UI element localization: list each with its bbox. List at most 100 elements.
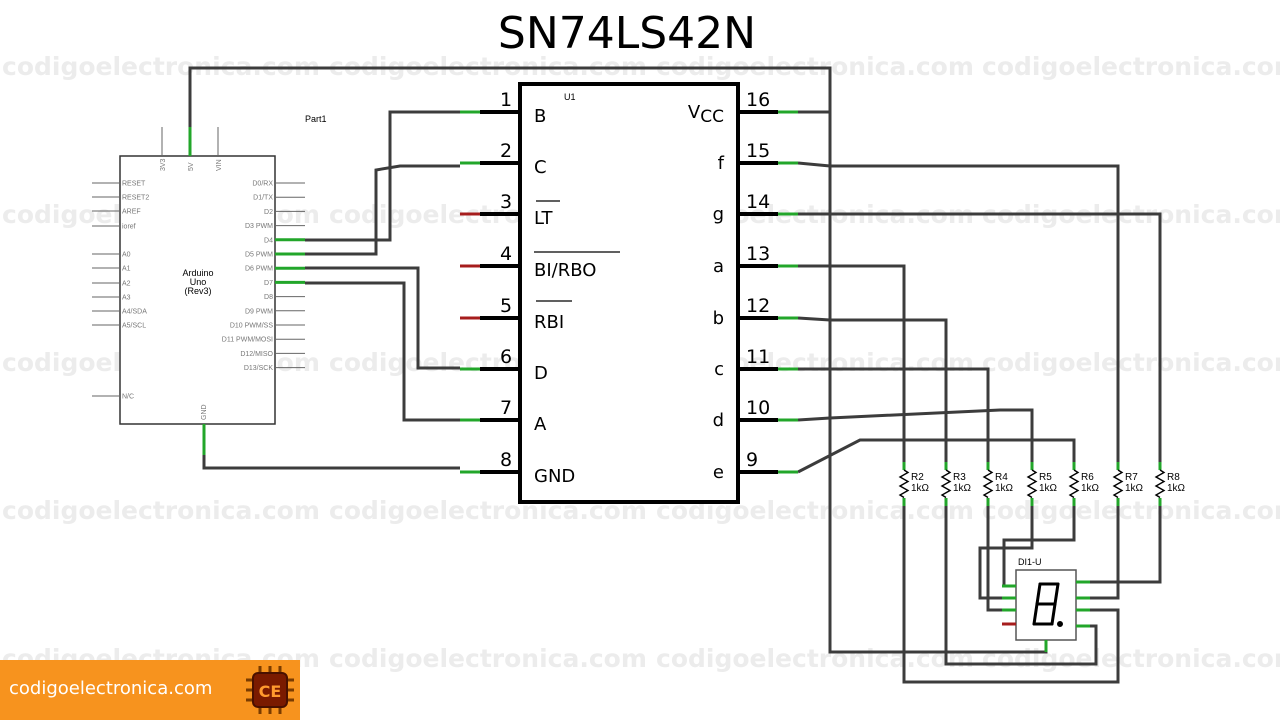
arduino-pin-label: D10 PWM/SS [230,323,274,330]
resistor-value: 1kΩ [1167,483,1186,494]
watermark-text: codigoelectronica.com [2,496,320,525]
watermark-layer: codigoelectronica.com codigoelectronica.c… [2,52,1280,673]
ic-pin-number: 15 [746,140,770,162]
logo-text: CE [259,682,282,701]
ic-pin-number: 6 [500,346,512,368]
arduino-pin-label: D1/TX [253,195,273,202]
ic-pin-name: A [534,414,547,435]
arduino-left-pins: RESETRESET2AREFiorefA0A1A2A3A4/SDAA5/SCL… [92,181,149,401]
ic-pin-name: g [713,204,724,225]
ic-pin-number: 14 [746,191,770,213]
ic-pin-name: GND [534,466,575,487]
arduino-pin-label: D7 [264,280,273,287]
arduino-pin-label: D4 [264,237,273,244]
arduino-name-line: Arduino [182,268,213,278]
arduino-pin-label: D2 [264,209,273,216]
footer-link[interactable]: codigoelectronica.com [9,678,213,699]
ic-pin-number: 9 [746,449,758,471]
resistor-ref: R2 [911,472,924,483]
ic-pin-name: c [714,359,724,380]
arduino-pin-label: N/C [122,394,134,401]
resistor-ref: R5 [1039,472,1052,483]
ic-pin-name: a [713,256,724,277]
arduino-pin-label: ioref [122,224,136,231]
ic-pin-number: 1 [500,89,512,111]
resistor-icon [898,469,910,499]
arduino-pin-label: D0/RX [252,181,273,188]
resistor-icon [940,469,952,499]
arduino-pin-label: A4/SDA [122,309,147,316]
ic-pin-name: d [713,410,724,431]
arduino-pin-label: RESET2 [122,195,149,202]
arduino-pin-label: A0 [122,252,131,259]
ic-body [518,82,740,504]
watermark-text: codigoelectronica.com [329,644,647,673]
wires [188,66,1162,684]
arduino-pin-label: A1 [122,266,131,273]
display-digit-icon [1032,582,1063,627]
arduino-pin-label: D6 PWM [245,266,273,273]
resistor-ref: R7 [1125,472,1138,483]
arduino-pin-label: D11 PWM/MOSI [222,337,273,344]
ic-pin-name-main: V [688,102,701,123]
resistor-value: 1kΩ [995,483,1014,494]
ic-pin-number: 16 [746,89,770,111]
ic-pin-number: 4 [500,243,512,265]
arduino-pin-label: D9 PWM [245,308,273,315]
diagram-title: SN74LS42N [497,8,757,59]
ic-ref-label: U1 [564,92,576,102]
resistor-icon [1026,469,1038,499]
resistor-value: 1kΩ [1081,483,1100,494]
arduino-pin-label: AREF [122,209,141,216]
ic-pin-number: 8 [500,449,512,471]
watermark-text: codigoelectronica.com [656,644,974,673]
arduino-pin-label: D12/MISO [240,351,273,358]
ic-pin-number: 13 [746,243,770,265]
resistor-icon [1112,469,1124,499]
arduino-pin-label: RESET [122,181,146,188]
ic-pin-name: D [534,363,548,384]
arduino-name-line: (Rev3) [184,286,211,296]
arduino-pin-label: A3 [122,295,131,302]
footer-banner: codigoelectronica.com CE [0,660,300,720]
ic-pin-name: e [713,462,724,483]
ic-pin-number: 5 [500,295,512,317]
arduino-part-label: Part1 [305,114,327,124]
ic-pin-name-sub: CC [700,107,724,127]
arduino-pin-label: A2 [122,281,131,288]
ic-pin-name: b [713,308,724,329]
resistor-value: 1kΩ [1125,483,1144,494]
ic-pin-number: 11 [746,346,770,368]
resistor-icon [1154,469,1166,499]
arduino-name-line: Uno [190,277,207,287]
seven-segment-display: DI1-U [1002,557,1090,652]
arduino-body [119,155,276,425]
arduino-gnd-label: GND [201,404,208,420]
resistor-value: 1kΩ [1039,483,1058,494]
chip-logo-icon: CE [246,666,294,714]
arduino-pin-label: 5V [188,162,195,171]
ic-pin-name: RBI [534,312,564,333]
ic-pin-name: BI/RBO [534,260,596,281]
arduino-pin-label: D5 PWM [245,252,273,259]
watermark-text: codigoelectronica.com [982,644,1280,673]
arduino-pin-label: VIN [216,159,223,171]
ic-pin-name: C [534,157,547,178]
resistor-value: 1kΩ [911,483,930,494]
resistor-ref: R4 [995,472,1008,483]
ic-pin-number: 7 [500,397,512,419]
display-pins [1002,580,1090,652]
ic-pin-number: 10 [746,397,770,419]
ic-pin-name: VCC [688,102,724,127]
